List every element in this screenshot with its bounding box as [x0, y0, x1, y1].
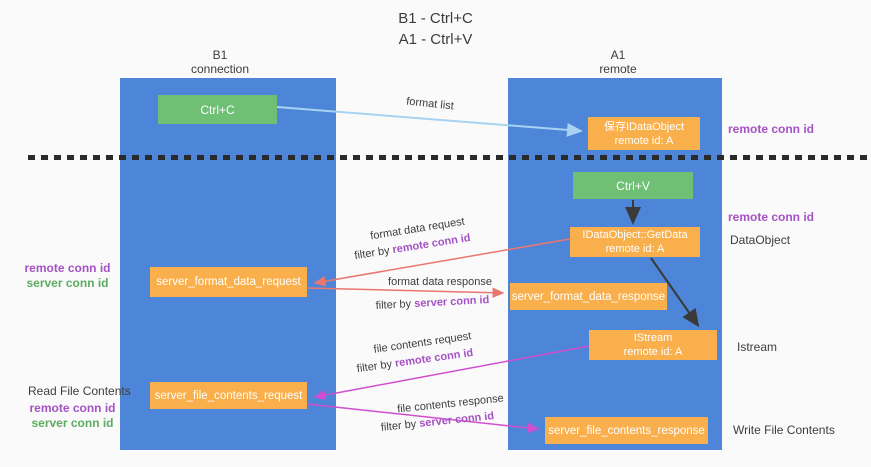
lane-header-a1: A1 remote — [558, 48, 678, 76]
diagram-title: B1 - Ctrl+C A1 - Ctrl+V — [0, 8, 871, 50]
left-conn-id-group-bottom: remote conn id server conn id — [25, 401, 120, 431]
istream-line1: IStream — [633, 332, 673, 344]
remote-conn-id-side-label-mid: remote conn id — [728, 210, 815, 224]
server-format-data-response-box: server_format_data_response — [510, 283, 667, 310]
server-conn-id-text: server conn id — [413, 294, 490, 310]
lane-a1-title: A1 — [610, 48, 626, 62]
format-list-label: format list — [405, 95, 455, 113]
left-conn-id-group-top: remote conn id server conn id — [20, 261, 115, 291]
filter-by-text: filter by — [356, 357, 396, 376]
dashed-divider — [28, 155, 871, 160]
ctrl-c-label: Ctrl+C — [200, 102, 235, 117]
ctrl-v-label: Ctrl+V — [616, 178, 650, 193]
istream-box: IStream remote id: A — [589, 330, 717, 360]
write-file-contents-label: Write File Contents — [733, 423, 835, 437]
remote-conn-id-side-label-left1: remote conn id — [24, 261, 111, 275]
read-file-contents-label: Read File Contents — [28, 384, 131, 398]
server-format-data-request-label: server_format_data_request — [156, 276, 301, 288]
server-file-contents-request-label: server_file_contents_request — [154, 389, 303, 402]
server-conn-id-side-label-left1: server conn id — [26, 276, 109, 290]
dataobject-side-label: DataObject — [730, 233, 791, 247]
filter-by-server-label-1: filter by server conn id — [370, 294, 495, 313]
save-idataobject-line1: 保存IDataObject — [603, 120, 685, 133]
server-format-data-response-label: server_format_data_response — [511, 290, 666, 303]
server-file-contents-response-box: server_file_contents_response — [545, 417, 708, 444]
filter-by-text: filter by — [353, 244, 394, 263]
diagram-title-line2: A1 - Ctrl+V — [398, 31, 473, 48]
server-conn-id-side-label-left2: server conn id — [31, 416, 114, 430]
server-file-contents-request-box: server_file_contents_request — [150, 382, 307, 409]
server-format-data-request-box: server_format_data_request — [150, 267, 307, 297]
istream-side-label: Istream — [737, 340, 778, 354]
save-idataobject-box: 保存IDataObject remote id: A — [588, 117, 700, 150]
lane-b1-subtitle: connection — [190, 62, 250, 76]
filter-by-text: filter by — [380, 417, 420, 434]
istream-line2: remote id: A — [623, 346, 683, 358]
filter-by-text: filter by — [375, 297, 415, 312]
format-data-response-label: format data response — [388, 276, 492, 288]
server-conn-id-text: server conn id — [418, 410, 495, 430]
remote-conn-id-side-label-left2: remote conn id — [29, 401, 116, 415]
remote-conn-id-side-label-top: remote conn id — [728, 122, 815, 136]
save-idataobject-line2: remote id: A — [614, 134, 674, 147]
ctrl-v-box: Ctrl+V — [573, 172, 693, 199]
idataobject-getdata-line1: IDataObject::GetData — [582, 229, 688, 241]
format-data-response-arrow — [306, 287, 505, 298]
diagram-title-line1: B1 - Ctrl+C — [398, 10, 473, 27]
ctrl-c-box: Ctrl+C — [158, 95, 277, 124]
server-file-contents-response-label: server_file_contents_response — [548, 424, 705, 437]
lane-a1-subtitle: remote — [599, 62, 637, 76]
lane-header-b1: B1 connection — [160, 48, 280, 76]
lane-b1-title: B1 — [212, 48, 228, 62]
idataobject-getdata-line2: remote id: A — [605, 243, 665, 255]
idataobject-getdata-box: IDataObject::GetData remote id: A — [570, 227, 700, 257]
